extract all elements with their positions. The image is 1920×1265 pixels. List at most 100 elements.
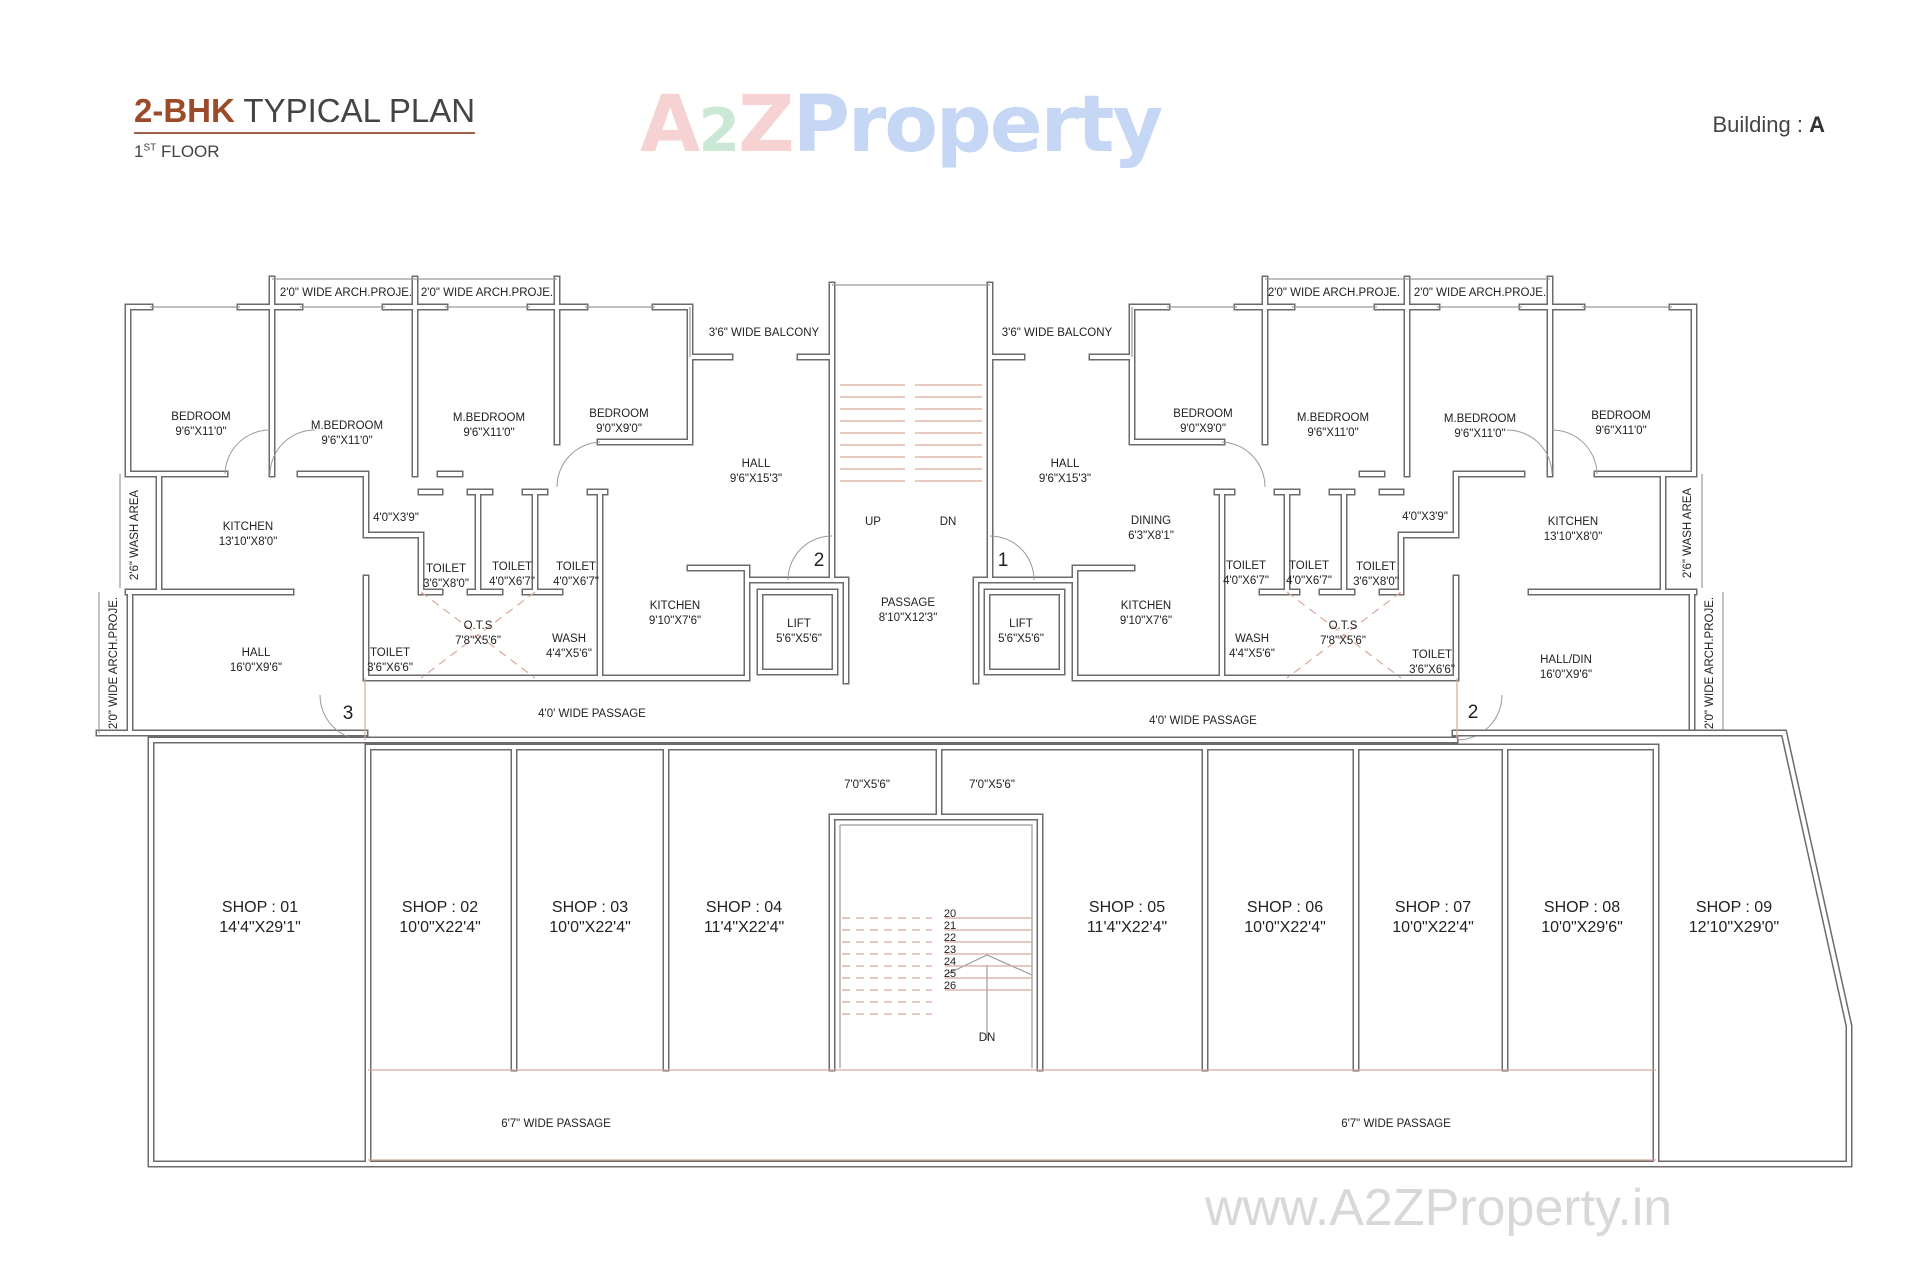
title-rest: TYPICAL PLAN xyxy=(243,92,476,129)
shop-size: 10'0"X29'6" xyxy=(1541,919,1623,936)
shop-name: SHOP : 02 xyxy=(402,899,478,916)
passage-label: 6'7" WIDE PASSAGE xyxy=(501,1118,611,1130)
small-room-label: 7'0"X5'6" xyxy=(844,779,890,791)
shop-size: 14'4"X29'1" xyxy=(219,919,301,936)
logo-word-property: Property xyxy=(792,80,1164,170)
room-hall: HALL xyxy=(742,458,771,470)
room-toilet-size: 4'0"X6'7" xyxy=(1286,575,1332,587)
room-toilet-size: 4'0"X6'7" xyxy=(489,576,535,588)
wash-area-label: 2'6" WASH AREA xyxy=(1682,488,1694,579)
room-master-bedroom: M.BEDROOM xyxy=(453,412,525,424)
door-number: 3 xyxy=(343,703,354,724)
balcony-label: 3'6" WIDE BALCONY xyxy=(709,327,820,339)
shop-size: 10'0"X22'4" xyxy=(399,919,481,936)
shop-name: SHOP : 06 xyxy=(1247,899,1323,916)
room-toilet-size: 4'0"X6'7" xyxy=(1223,575,1269,587)
shop-name: SHOP : 09 xyxy=(1696,899,1772,916)
room-kitchen-size: 9'10"X7'6" xyxy=(1120,615,1172,627)
room-toilet-size: 3'6"X8'0" xyxy=(423,578,469,590)
stair-step-number: 24 xyxy=(944,956,956,968)
door-number: 1 xyxy=(998,550,1009,571)
room-passage: PASSAGE xyxy=(881,597,935,609)
room-hall: HALL xyxy=(1051,458,1080,470)
room-kitchen: KITCHEN xyxy=(223,521,273,533)
room-hall-size: 16'0"X9'6" xyxy=(230,662,282,674)
room-toilet: TOILET xyxy=(370,647,410,659)
room-toilet: TOILET xyxy=(492,561,532,573)
room-bedroom-size: 9'6"X11'0" xyxy=(175,426,226,438)
balcony-label: 3'6" WIDE BALCONY xyxy=(1002,327,1113,339)
room-toilet: TOILET xyxy=(1289,560,1329,572)
room-wash-size: 4'4"X5'6" xyxy=(1229,648,1275,660)
room-bedroom: BEDROOM xyxy=(171,411,230,423)
shop-size: 10'0"X22'4" xyxy=(1244,919,1326,936)
shop-name: SHOP : 03 xyxy=(552,899,628,916)
title-bhk: 2-BHK xyxy=(134,92,235,129)
room-wash: WASH xyxy=(1235,633,1269,645)
room-bedroom-size: 9'0"X9'0" xyxy=(596,423,642,435)
room-hall: HALL xyxy=(242,647,271,659)
shop-size: 10'0"X22'4" xyxy=(1392,919,1474,936)
door-number: 2 xyxy=(814,550,825,571)
room-hall-dining: HALL/DIN xyxy=(1540,654,1592,666)
room-bedroom-size: 9'0"X9'0" xyxy=(1180,423,1226,435)
shop-name: SHOP : 05 xyxy=(1089,899,1165,916)
room-lift-size: 5'6"X5'6" xyxy=(998,633,1044,645)
room-toilet: TOILET xyxy=(1412,649,1452,661)
floor-text: FLOOR xyxy=(160,142,220,161)
room-kitchen: KITCHEN xyxy=(1121,600,1171,612)
floor-number: 1 xyxy=(134,142,144,161)
logo-letter-a: A xyxy=(640,80,700,170)
room-kitchen-size: 13'10"X8'0" xyxy=(219,536,278,548)
arch-projection-label: 2'0" WIDE ARCH.PROJE. xyxy=(108,597,120,729)
room-passage-size: 8'10"X12'3" xyxy=(879,612,938,624)
shop-size: 11'4"X22'4" xyxy=(1087,919,1167,936)
arch-projection-label: 2'0" WIDE ARCH.PROJE. xyxy=(280,287,412,299)
shop-name: SHOP : 01 xyxy=(222,899,298,916)
room-toilet: TOILET xyxy=(426,563,466,575)
room-dining: DINING xyxy=(1131,515,1171,527)
passage-dimension: 4'0"X3'9" xyxy=(373,512,419,524)
room-master-bedroom-size: 9'6"X11'0" xyxy=(321,435,372,447)
room-kitchen-size: 9'10"X7'6" xyxy=(649,615,701,627)
room-toilet-size: 4'0"X6'7" xyxy=(553,576,599,588)
room-master-bedroom-size: 9'6"X11'0" xyxy=(463,427,514,439)
shop-name: SHOP : 07 xyxy=(1395,899,1471,916)
arch-projection-label: 2'0" WIDE ARCH.PROJE. xyxy=(1414,287,1546,299)
stair-step-number: 20 xyxy=(944,908,956,920)
shop-name: SHOP : 08 xyxy=(1544,899,1620,916)
room-master-bedroom-size: 9'6"X11'0" xyxy=(1307,427,1358,439)
room-kitchen: KITCHEN xyxy=(1548,516,1598,528)
a2z-property-logo-watermark: A2ZProperty xyxy=(640,80,1164,170)
passage-label: 6'7" WIDE PASSAGE xyxy=(1341,1118,1451,1130)
stair-up-label: UP xyxy=(865,516,881,528)
passage-dimension: 4'0"X3'9" xyxy=(1402,511,1448,523)
room-wash: WASH xyxy=(552,633,586,645)
logo-digit-2: 2 xyxy=(698,96,740,166)
stair-step-number: 26 xyxy=(944,980,956,992)
room-toilet-size: 3'6"X6'6" xyxy=(1409,664,1455,676)
shop-size: 12'10"X29'0" xyxy=(1689,919,1779,936)
room-bedroom-size: 9'6"X11'0" xyxy=(1595,425,1646,437)
room-wash-size: 4'4"X5'6" xyxy=(546,648,592,660)
stair-step-number: 21 xyxy=(944,920,956,932)
wash-area-label: 2'6" WASH AREA xyxy=(129,490,141,581)
upper-stair xyxy=(840,384,982,482)
room-kitchen-size: 13'10"X8'0" xyxy=(1544,531,1603,543)
room-bedroom: BEDROOM xyxy=(1173,408,1232,420)
room-master-bedroom: M.BEDROOM xyxy=(311,420,383,432)
passage-label: 4'0' WIDE PASSAGE xyxy=(538,708,646,720)
room-lift-size: 5'6"X5'6" xyxy=(776,633,822,645)
room-toilet: TOILET xyxy=(1226,560,1266,572)
room-toilet: TOILET xyxy=(1356,561,1396,573)
arch-projection-label: 2'0" WIDE ARCH.PROJE. xyxy=(1268,287,1400,299)
stair-down-label: DN xyxy=(979,1032,996,1044)
room-bedroom: BEDROOM xyxy=(1591,410,1650,422)
room-toilet-size: 3'6"X8'0" xyxy=(1353,576,1399,588)
walls-right-flat xyxy=(910,279,1723,741)
room-toilet: TOILET xyxy=(556,561,596,573)
a2z-property-url-watermark: www.A2ZProperty.in xyxy=(1205,1179,1673,1237)
plan-title: 2-BHK TYPICAL PLAN xyxy=(134,92,476,134)
shop-name: SHOP : 04 xyxy=(706,899,782,916)
door-number: 2 xyxy=(1468,702,1479,723)
